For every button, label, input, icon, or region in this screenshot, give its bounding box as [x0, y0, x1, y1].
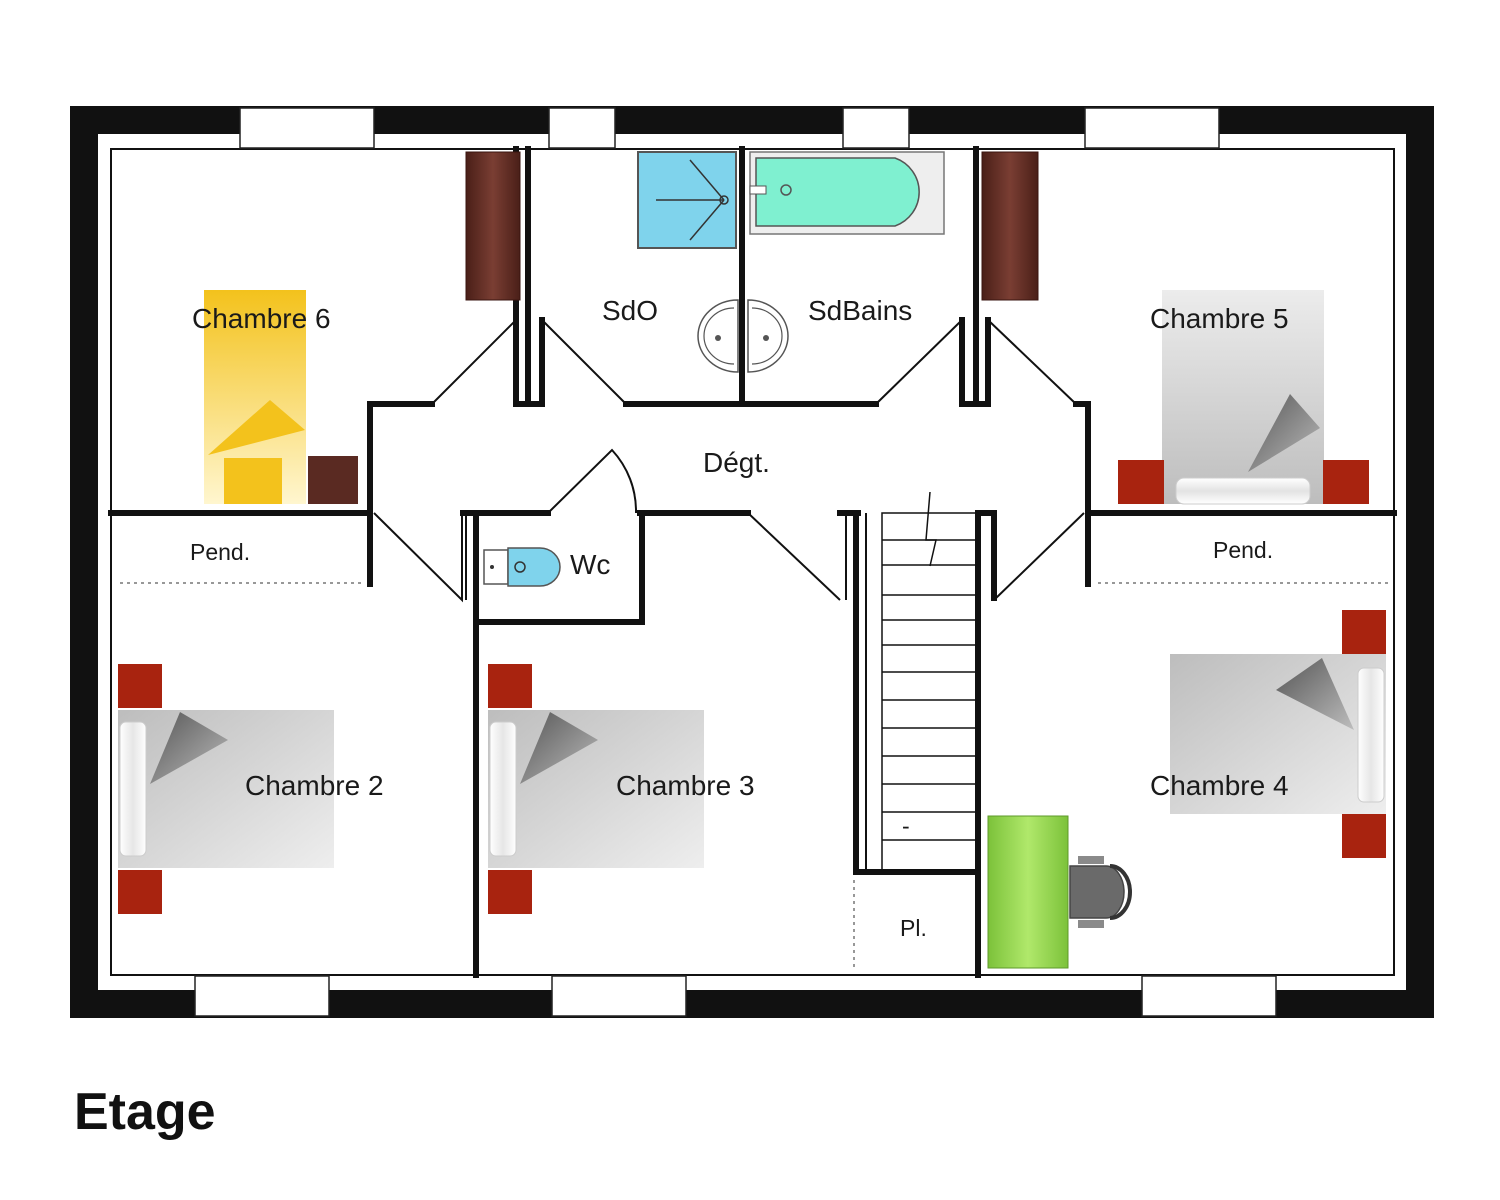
chambre-3-furniture — [488, 664, 704, 914]
chambre-2-furniture — [118, 664, 334, 914]
window-bottom-2 — [551, 975, 687, 1017]
wardrobe-chambre-5 — [981, 151, 1039, 301]
stair-arrow-mark: - — [902, 813, 910, 839]
door-chambre-6 — [431, 317, 517, 405]
wc-toilet — [483, 547, 561, 587]
window-top-2 — [548, 107, 616, 149]
staircase — [881, 491, 979, 871]
window-top-4 — [1084, 107, 1220, 149]
doors — [373, 317, 1085, 603]
window-bottom-3 — [1141, 975, 1277, 1017]
chambre-6-furniture — [204, 151, 521, 504]
label-wc: Wc — [570, 549, 610, 580]
label-pend-right: Pend. — [1213, 537, 1273, 563]
nightstand-chambre-5-left — [1118, 460, 1164, 504]
bed-chambre-5 — [1162, 290, 1324, 504]
nightstand-chambre-3-top — [488, 664, 532, 708]
label-chambre-2: Chambre 2 — [245, 770, 384, 801]
label-placard: Pl. — [900, 915, 927, 941]
door-chambre-5 — [987, 319, 1077, 405]
door-chambre-4 — [993, 512, 1085, 601]
label-degt: Dégt. — [703, 447, 770, 478]
label-sdbains: SdBains — [808, 295, 912, 326]
nightstand-chambre-6 — [308, 456, 358, 504]
windows — [194, 107, 1277, 1017]
label-chambre-4: Chambre 4 — [1150, 770, 1289, 801]
window-bottom-1 — [194, 975, 330, 1017]
floor-title: Etage — [74, 1083, 216, 1141]
pillow-chambre-5 — [1175, 477, 1311, 505]
nightstand-chambre-4-top — [1342, 610, 1386, 654]
room-labels: Chambre 6 SdO SdBains Chambre 5 Dégt. Wc… — [190, 295, 1289, 941]
chair — [1069, 856, 1132, 928]
nightstand-chambre-3-bottom — [488, 870, 532, 914]
bed-chambre-2 — [118, 710, 334, 868]
pillow-chambre-6 — [224, 458, 282, 504]
nightstand-chambre-5-right — [1323, 460, 1369, 504]
pillow-chambre-4 — [1357, 667, 1385, 803]
chambre-4-furniture: - — [902, 610, 1386, 969]
wardrobe-chambre-6 — [465, 151, 521, 301]
dotted-limits — [120, 582, 1388, 970]
label-pend-left: Pend. — [190, 539, 250, 565]
nightstand-chambre-2-bottom — [118, 870, 162, 914]
bathtub — [755, 157, 920, 227]
label-chambre-6: Chambre 6 — [192, 303, 331, 334]
door-chambre-2 — [373, 512, 463, 603]
nightstand-chambre-2-top — [118, 664, 162, 708]
door-wc — [547, 448, 638, 514]
desk — [987, 815, 1069, 969]
bed-fold-chambre-2 — [150, 712, 228, 784]
bathroom-furniture — [637, 151, 945, 373]
label-chambre-3: Chambre 3 — [616, 770, 755, 801]
chambre-5-furniture — [981, 151, 1369, 505]
bed-chambre-3 — [488, 710, 704, 868]
door-sdo — [541, 319, 627, 405]
bed-fold-chambre-5 — [1248, 394, 1320, 472]
wall-accents — [465, 513, 867, 872]
door-sdbains — [875, 319, 963, 405]
pillow-chambre-2 — [119, 721, 147, 857]
pillow-chambre-3 — [489, 721, 517, 857]
door-chambre-3 — [747, 512, 841, 601]
window-top-3 — [842, 107, 910, 149]
shower-drain-lines — [656, 159, 729, 241]
bed-chambre-4 — [1170, 654, 1386, 814]
inner-wall-line — [110, 148, 1395, 976]
bed-fold-chambre-6 — [208, 400, 305, 455]
window-top-1 — [239, 107, 375, 149]
label-sdo: SdO — [602, 295, 658, 326]
label-chambre-5: Chambre 5 — [1150, 303, 1289, 334]
bed-fold-chambre-3 — [520, 712, 598, 784]
nightstand-chambre-4-bottom — [1342, 814, 1386, 858]
bed-fold-chambre-4 — [1276, 658, 1354, 730]
